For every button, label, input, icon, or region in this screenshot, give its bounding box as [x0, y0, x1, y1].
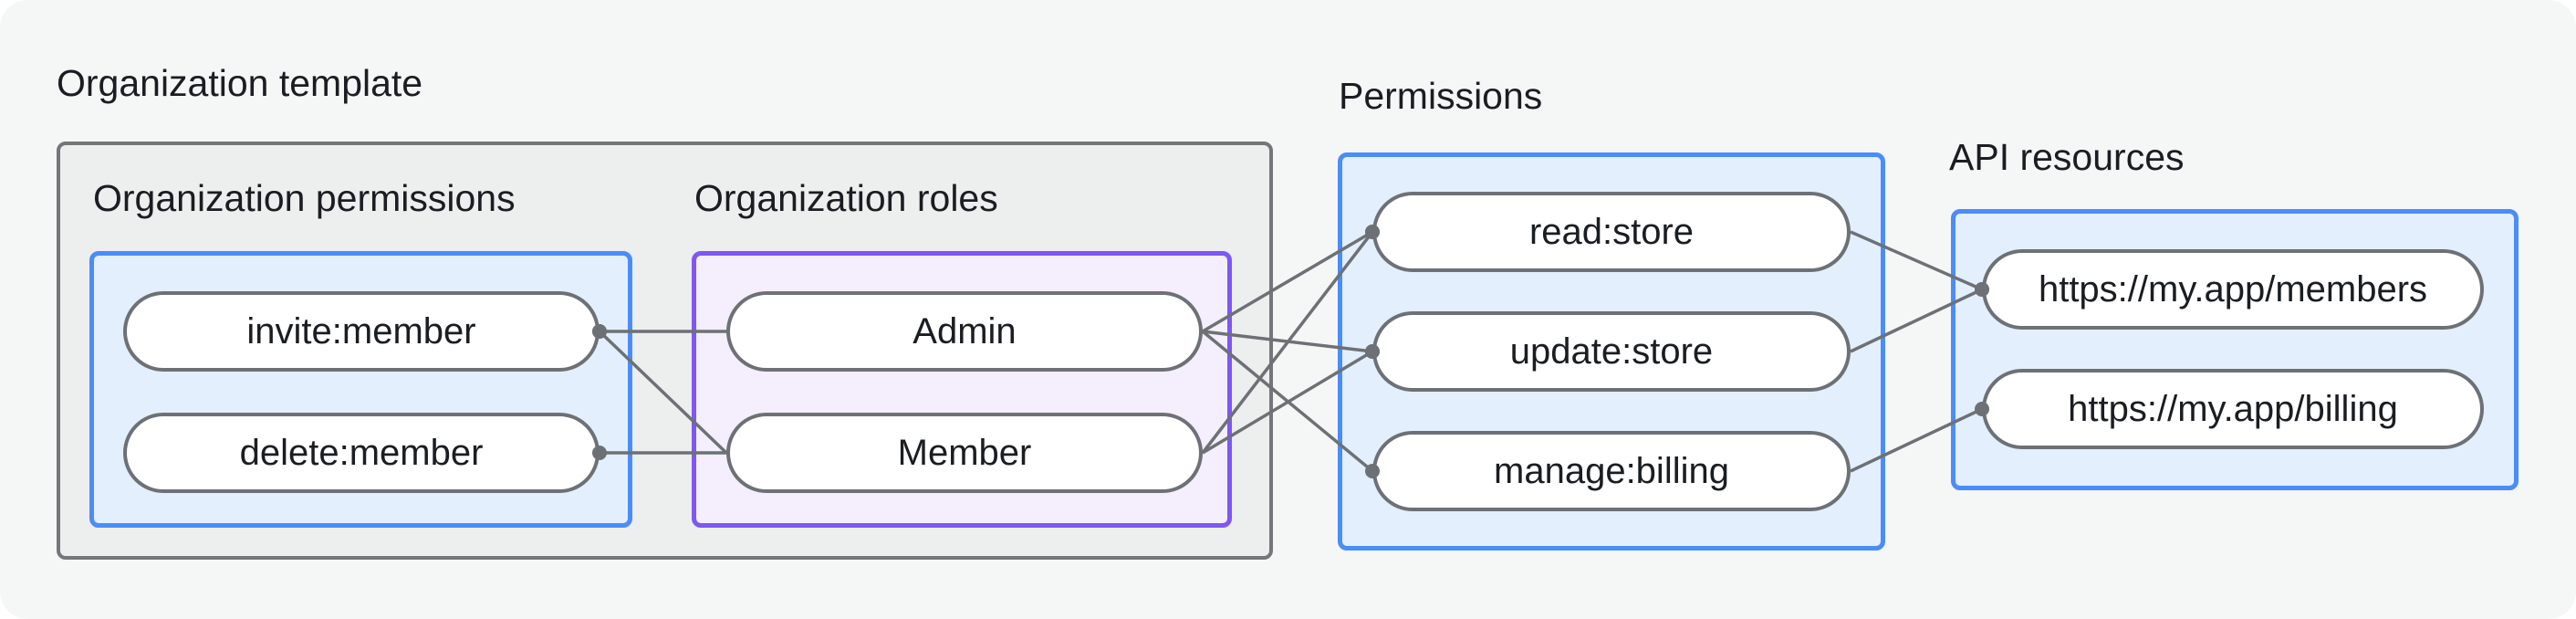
org-roles-group: Admin Member	[692, 251, 1232, 528]
node-billing-api-label: https://my.app/billing	[2068, 388, 2398, 429]
org-permissions-label: Organization permissions	[93, 177, 516, 219]
api-resources-group: https://my.app/members https://my.app/bi…	[1951, 209, 2519, 490]
node-members-api-label: https://my.app/members	[2038, 268, 2428, 310]
node-read-store-label: read:store	[1528, 211, 1695, 252]
org-template-box: Organization permissions Organization ro…	[57, 142, 1273, 560]
node-delete-member: delete:member	[123, 413, 600, 493]
node-update-store-label: update:store	[1509, 330, 1714, 372]
node-invite-member: invite:member	[123, 291, 600, 372]
node-billing-api: https://my.app/billing	[1982, 369, 2484, 449]
node-member-label: Member	[897, 432, 1032, 473]
org-roles-label: Organization roles	[694, 177, 998, 219]
node-read-store: read:store	[1372, 192, 1851, 272]
node-admin-label: Admin	[913, 310, 1017, 351]
permissions-group: read:store update:store manage:billing	[1338, 152, 1885, 551]
node-delete-member-label: delete:member	[239, 432, 484, 473]
org-permissions-group: invite:member delete:member	[89, 251, 632, 528]
permissions-label: Permissions	[1339, 75, 1543, 117]
node-manage-billing: manage:billing	[1372, 431, 1851, 511]
node-admin: Admin	[726, 291, 1203, 372]
node-members-api: https://my.app/members	[1982, 249, 2484, 330]
node-invite-member-label: invite:member	[246, 310, 476, 351]
api-resources-label: API resources	[1949, 136, 2185, 178]
node-manage-billing-label: manage:billing	[1494, 450, 1729, 491]
org-template-label: Organization template	[57, 62, 423, 104]
node-update-store: update:store	[1372, 311, 1851, 392]
node-member: Member	[726, 413, 1203, 493]
